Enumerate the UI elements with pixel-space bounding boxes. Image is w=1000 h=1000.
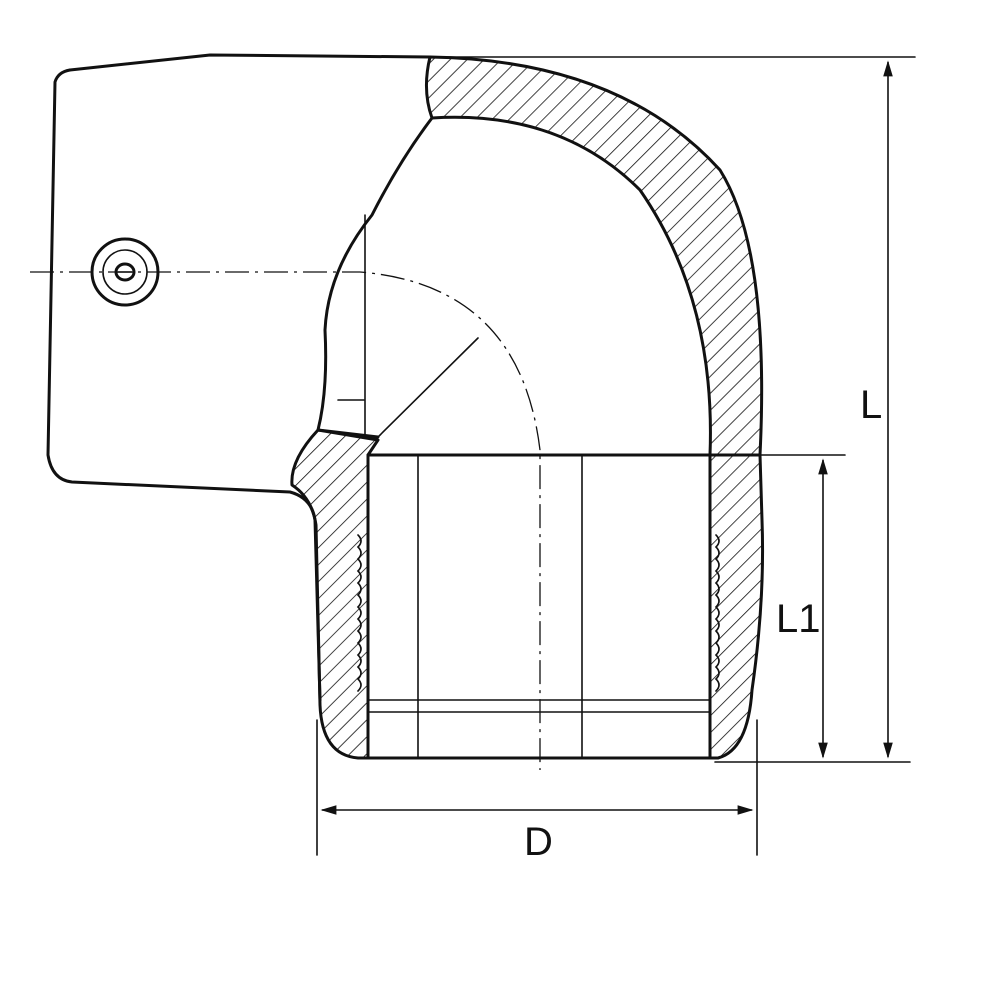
heating-coil-right: [714, 534, 720, 692]
socket-bore: [366, 453, 712, 760]
bend-wall-section: [425, 55, 764, 457]
section-cut-line: [316, 116, 434, 439]
left-socket-wall-section: [290, 428, 380, 760]
dimension-label-D: D: [524, 820, 553, 864]
dimension-label-L1: L1: [776, 597, 821, 641]
terminal-pin-icon: [114, 262, 136, 282]
right-socket-wall-section: [708, 453, 765, 760]
heating-coil-left: [356, 534, 362, 692]
fitting-outer-left-body: [46, 68, 322, 702]
terminal-inner-ring: [102, 249, 148, 295]
fitting-top-edge: [68, 53, 432, 72]
dimension-label-L: L: [860, 383, 882, 427]
bend-centerline: [30, 271, 541, 770]
terminal-outer-ring: [90, 237, 160, 307]
leader-line: [374, 337, 479, 441]
